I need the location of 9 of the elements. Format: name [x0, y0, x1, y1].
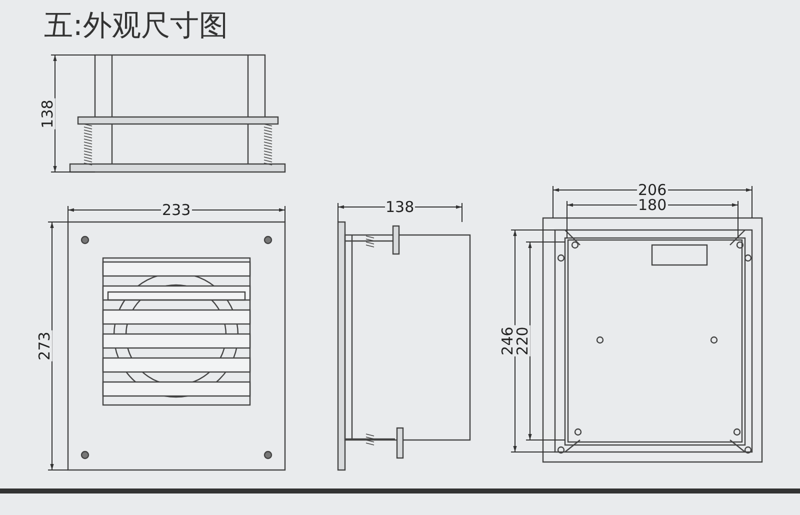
- dimension-label: 206: [637, 182, 668, 198]
- dimension-label: 138: [384, 199, 416, 215]
- dimension-label: 138: [38, 98, 55, 129]
- dimension-label: 273: [36, 330, 52, 362]
- dimension-label: 233: [161, 202, 192, 218]
- dimension-label: 220: [514, 326, 530, 356]
- dimension-label: 180: [637, 197, 668, 213]
- title: 五:外观尺寸图: [44, 7, 228, 44]
- dimension-label: 246: [498, 326, 515, 356]
